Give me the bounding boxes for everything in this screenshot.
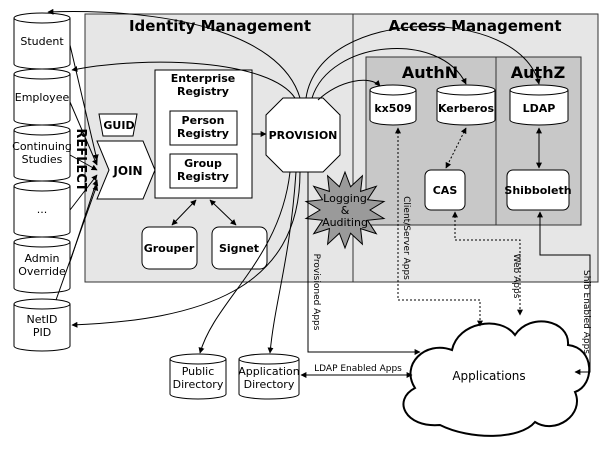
connector-provision-ldap (305, 26, 541, 99)
guid-shape (98, 113, 138, 137)
provisioned-apps-label: Provisioned Apps (311, 254, 321, 331)
shib-enabled-apps-label: Shib Enabled Apps (581, 270, 591, 354)
connector-netid-join (55, 184, 99, 301)
source-database-top (13, 236, 71, 248)
applications-label: Applications (452, 369, 525, 383)
source-database: Employee (13, 68, 71, 126)
client-server-apps-label: Client/Server Apps (401, 196, 411, 280)
person-registry (169, 110, 238, 146)
signet-box (211, 226, 268, 270)
access-management-title: Access Management (388, 17, 561, 35)
source-database-label: Employee (15, 91, 70, 104)
source-database: ... (13, 180, 71, 238)
source-database-top (13, 68, 71, 80)
reflect-label: REFLECT (73, 128, 88, 191)
connector-provision-employee (71, 61, 296, 99)
shibboleth-label: Shibboleth (504, 184, 571, 197)
identity-management-title: Identity Management (129, 17, 311, 35)
kx509-label: kx509 (374, 102, 411, 115)
connector-shib-apps (537, 211, 591, 375)
authz-title: AuthZ (511, 63, 565, 82)
connector-student-join (69, 44, 99, 161)
kx509-database: kx509 (369, 84, 417, 126)
source-database-top (13, 124, 71, 136)
connector-provision-netid (71, 171, 301, 328)
source-database-body (13, 242, 71, 294)
logging-auditing-burst (304, 170, 386, 250)
guid-label: GUID (103, 119, 134, 132)
kerberos-label: Kerberos (438, 102, 495, 115)
kerberos-database: Kerberos (436, 84, 496, 126)
connector-registry-signet (209, 199, 237, 226)
source-database-label: Student (20, 35, 64, 48)
connector-clientserver-apps (395, 127, 483, 327)
ldap-enabled-apps-label: LDAP Enabled Apps (314, 364, 402, 374)
signet-label: Signet (219, 242, 259, 255)
connector-provisioned-apps (307, 172, 421, 355)
group-registry (169, 153, 238, 189)
connector-provision-public (198, 171, 291, 354)
source-database-top (13, 180, 71, 192)
connector-provision-kerberos (311, 48, 467, 99)
logging-auditing-label: Logging&Auditing (322, 192, 368, 229)
ldap-label: LDAP (523, 102, 556, 115)
grouper-box (141, 226, 198, 270)
provision-label: PROVISION (269, 129, 338, 142)
web-apps-label: Web Apps (511, 254, 521, 299)
shibboleth-box (506, 169, 570, 211)
ldap-database: LDAP (509, 84, 569, 126)
join-shape (96, 140, 156, 200)
authn-title: AuthN (402, 63, 458, 82)
source-database: Student (13, 12, 71, 70)
source-database-label: ... (37, 203, 48, 216)
connector-web-apps (452, 211, 523, 316)
grouper-label: Grouper (144, 242, 195, 255)
connector-provision-kx509 (317, 79, 381, 101)
join-label: JOIN (112, 164, 142, 178)
source-database-top (13, 12, 71, 24)
cas-label: CAS (433, 184, 458, 197)
connector-employee-join (69, 101, 98, 166)
connector-continuing-join (69, 154, 98, 171)
connector-provision-student (47, 8, 301, 99)
connector-registry-grouper (171, 199, 197, 226)
provision-octagon (265, 97, 341, 173)
connector-provision-appdir (267, 171, 297, 354)
